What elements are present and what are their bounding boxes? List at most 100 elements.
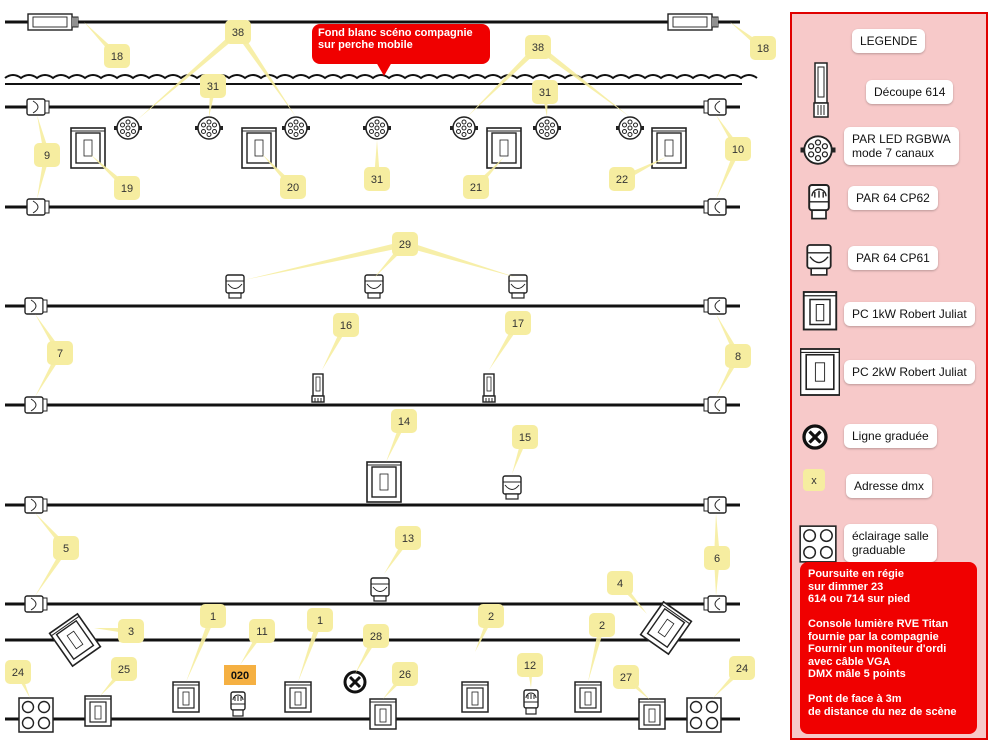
dmx-address-label: 2 bbox=[488, 611, 494, 623]
ligne-graduee-symbol bbox=[343, 670, 367, 694]
legend-title: LEGENDE bbox=[852, 29, 926, 53]
dmx-address-label: 21 bbox=[470, 182, 482, 194]
dmx-address-tag bbox=[391, 409, 417, 433]
dmx-address-tag bbox=[589, 613, 615, 637]
pc-1kw-fixture bbox=[284, 681, 312, 713]
salle-light bbox=[686, 697, 722, 733]
dmx-address-tag bbox=[118, 619, 144, 643]
par64-cp61-fixture bbox=[370, 577, 390, 602]
legend-label-ligne: Ligne graduée bbox=[844, 424, 937, 448]
tag-leader bbox=[467, 44, 541, 117]
pc-2kw-fixture bbox=[48, 613, 102, 667]
decoupe-fixture bbox=[482, 373, 496, 403]
dmx-address-label: 31 bbox=[539, 87, 551, 99]
decoupe-614-icon bbox=[813, 62, 829, 118]
decoupe-fixture bbox=[311, 373, 325, 403]
dmx-address-tag bbox=[613, 665, 639, 689]
dmx-address-tag bbox=[505, 311, 531, 335]
par-led-fixture bbox=[615, 116, 645, 140]
eclairage-salle-icon bbox=[799, 525, 837, 563]
dmx-address-label: 14 bbox=[398, 416, 410, 428]
dmx-address-tag bbox=[392, 662, 418, 686]
dmx-address-label: 12 bbox=[524, 660, 536, 672]
dmx-address-tag bbox=[607, 571, 633, 595]
par64-cp61-fixture bbox=[508, 274, 528, 299]
dmx-address-tag bbox=[395, 526, 421, 550]
pc-2kw-fixture bbox=[366, 461, 402, 503]
dmx-address-label: 5 bbox=[63, 543, 69, 555]
tag-leader bbox=[404, 241, 518, 278]
pc-2kw-fixture bbox=[639, 601, 693, 655]
tube-fixture bbox=[27, 13, 79, 31]
pc-1kw-fixture bbox=[84, 695, 112, 727]
tag-leader bbox=[588, 624, 605, 682]
legend-label-cp62: PAR 64 CP62 bbox=[848, 186, 938, 210]
fond-blanc-note: Fond blanc scéno compagnie sur perche mo… bbox=[312, 24, 490, 64]
dmx-address-label: 28 bbox=[370, 631, 382, 643]
dmx-address-label: 19 bbox=[121, 183, 133, 195]
dmx-address-tag bbox=[114, 176, 140, 200]
dmx-address-label: 15 bbox=[519, 432, 531, 444]
side-par bbox=[703, 595, 727, 613]
dmx-address-label: 25 bbox=[118, 664, 130, 676]
pc-2kw-icon bbox=[800, 348, 840, 396]
side-par bbox=[26, 198, 50, 216]
dmx-address-label: 11 bbox=[256, 626, 267, 638]
dmx-address-label: 20 bbox=[287, 182, 299, 194]
dmx-address-tag bbox=[532, 80, 558, 104]
dmx-address-tag bbox=[512, 425, 538, 449]
dmx-address-tag bbox=[333, 313, 359, 337]
pc-2kw-fixture bbox=[241, 127, 277, 169]
dmx-address-label: 10 bbox=[732, 144, 744, 156]
dmx-address-label: 18 bbox=[111, 51, 123, 63]
dmx-address-label: 38 bbox=[232, 27, 244, 39]
dmx-address-tag bbox=[725, 344, 751, 368]
dmx-address-tag bbox=[34, 143, 60, 167]
dimmer-box bbox=[224, 665, 256, 685]
dmx-address-label: 3 bbox=[128, 626, 134, 638]
par64-cp61-fixture bbox=[225, 274, 245, 299]
dimmer-label: 020 bbox=[231, 670, 249, 682]
pc-1kw-icon bbox=[802, 291, 838, 331]
dmx-address-tag bbox=[363, 624, 389, 648]
par-led-fixture bbox=[113, 116, 143, 140]
dmx-address-label: 9 bbox=[44, 150, 50, 162]
tube-fixture bbox=[667, 13, 719, 31]
legend-label-par-led: PAR LED RGBWA mode 7 canaux bbox=[844, 127, 959, 165]
par-led-fixture bbox=[194, 116, 224, 140]
side-par bbox=[703, 396, 727, 414]
dmx-address-label: 13 bbox=[402, 533, 414, 545]
dmx-address-tag bbox=[364, 167, 390, 191]
dmx-address-tag bbox=[704, 546, 730, 570]
dmx-address-tag bbox=[517, 653, 543, 677]
side-par bbox=[703, 198, 727, 216]
side-par bbox=[24, 396, 48, 414]
dmx-address-tag bbox=[525, 35, 551, 59]
ligne-graduee-icon bbox=[802, 424, 828, 450]
dmx-address-tag bbox=[53, 536, 79, 560]
dmx-address-tag bbox=[750, 36, 776, 60]
pc-1kw-fixture bbox=[461, 681, 489, 713]
pc-2kw-fixture bbox=[486, 127, 522, 169]
dmx-address-tag bbox=[47, 341, 73, 365]
par-led-fixture bbox=[281, 116, 311, 140]
side-par bbox=[26, 98, 50, 116]
pc-1kw-fixture bbox=[172, 681, 200, 713]
legend-label-salle: éclairage salle graduable bbox=[844, 524, 937, 562]
dmx-address-tag bbox=[609, 167, 635, 191]
dmx-address-label: 16 bbox=[340, 320, 352, 332]
dmx-address-label: 6 bbox=[714, 553, 720, 565]
side-par bbox=[24, 297, 48, 315]
dmx-address-label: 1 bbox=[210, 611, 216, 623]
dmx-address-label: 31 bbox=[371, 174, 383, 186]
tag-leader bbox=[536, 44, 630, 117]
par64-cp61-icon bbox=[806, 244, 832, 276]
side-par bbox=[703, 297, 727, 315]
pc-2kw-fixture bbox=[70, 127, 106, 169]
regie-note: Poursuite en régie sur dimmer 23 614 ou … bbox=[800, 562, 977, 734]
dmx-address-label: 29 bbox=[399, 239, 411, 251]
tag-leader bbox=[186, 614, 216, 682]
dmx-address-tag bbox=[200, 604, 226, 628]
par64-cp61-fixture bbox=[502, 475, 522, 500]
